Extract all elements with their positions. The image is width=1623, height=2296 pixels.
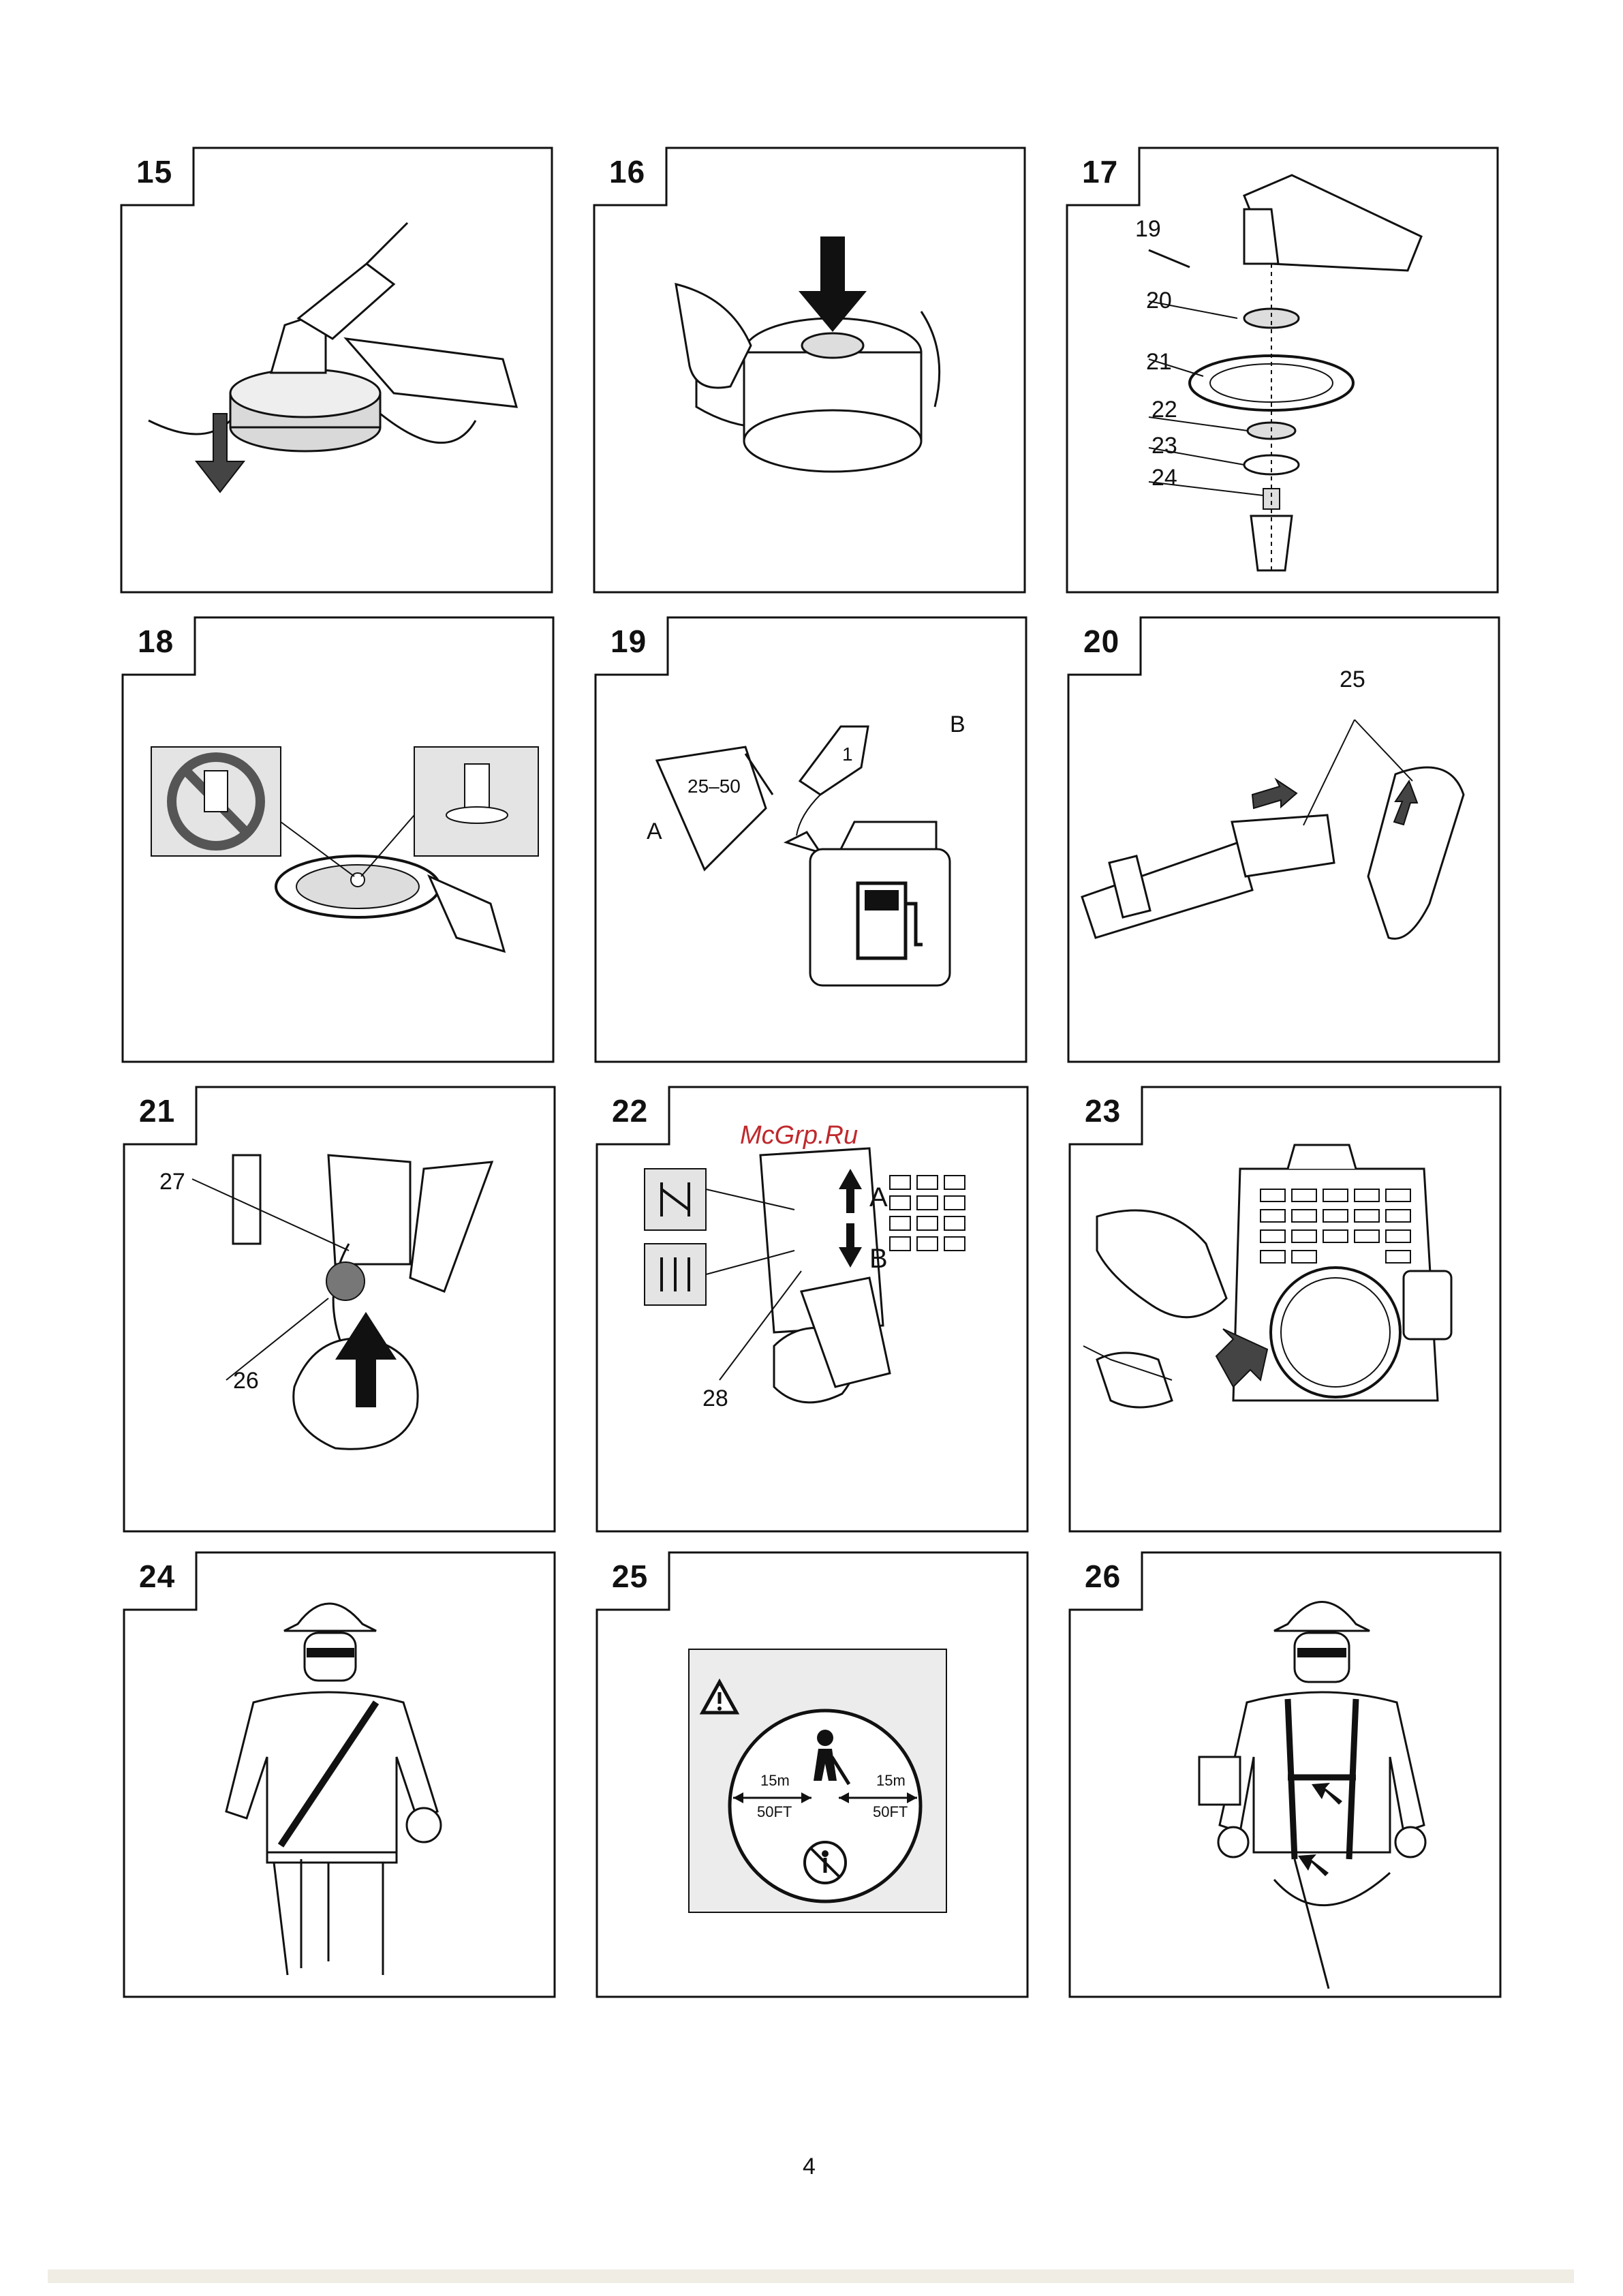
operator-single-strap-illustration <box>124 1552 555 1997</box>
scan-edge <box>48 2269 1574 2283</box>
no-person-icon <box>597 1552 1027 1997</box>
part-label-25: 25 <box>1340 667 1365 693</box>
part-label-24: 24 <box>1151 465 1177 491</box>
up-down-arrow-icon <box>597 1087 1027 1531</box>
distance-label-right: 15m <box>876 1772 906 1790</box>
harness-arrow-icon <box>1070 1552 1500 1997</box>
figure-25: 25 15m 50FT 15m 50FT <box>597 1552 1027 1997</box>
figure-16: 16 <box>594 148 1025 592</box>
figure-23: 23 <box>1070 1087 1500 1531</box>
up-arrow-icon <box>124 1087 555 1531</box>
bottle-volume-label: 1 <box>842 744 853 765</box>
part-label-26: 26 <box>233 1368 259 1394</box>
distance-label-left: 15m <box>760 1772 790 1790</box>
part-label-19: 19 <box>1135 216 1161 243</box>
figure-24: 24 <box>124 1552 555 1997</box>
figure-22: 22 McGrp.Ru A B 28 <box>597 1087 1027 1531</box>
exploded-blade-assembly <box>1067 148 1498 592</box>
figure-26: 26 <box>1070 1552 1500 1997</box>
part-label-20: 20 <box>1146 288 1172 314</box>
up-arrow-icon <box>1068 617 1499 1062</box>
position-label-b: B <box>869 1244 888 1274</box>
figure-20: 20 25 <box>1068 617 1499 1062</box>
part-label-27: 27 <box>159 1169 185 1195</box>
distance-label-left-feet: 50FT <box>757 1803 792 1821</box>
figure-19: 19 A B 25–50 1 <box>596 617 1026 1062</box>
figure-17: 17 19 20 21 22 23 24 <box>1067 148 1498 592</box>
part-label-28: 28 <box>702 1386 728 1412</box>
blade-mount-check <box>123 617 553 1062</box>
distance-label-right-feet: 50FT <box>873 1803 908 1821</box>
page-number: 4 <box>803 2154 816 2180</box>
down-arrow-icon <box>121 148 552 592</box>
part-label-23: 23 <box>1151 433 1177 459</box>
down-arrow-icon <box>594 148 1025 592</box>
part-label-21: 21 <box>1146 349 1172 376</box>
part-label-22: 22 <box>1151 397 1177 423</box>
position-label-a: A <box>869 1182 888 1213</box>
figure-21: 21 27 26 <box>124 1087 555 1531</box>
bottle-label-b: B <box>950 711 965 738</box>
ratio-label: 25–50 <box>687 776 741 797</box>
container-label-a: A <box>647 818 662 845</box>
watermark: McGrp.Ru <box>740 1121 858 1150</box>
figure-15: 15 <box>121 148 552 592</box>
push-arrow-icon <box>1070 1087 1500 1531</box>
figure-18: 18 <box>123 617 553 1062</box>
